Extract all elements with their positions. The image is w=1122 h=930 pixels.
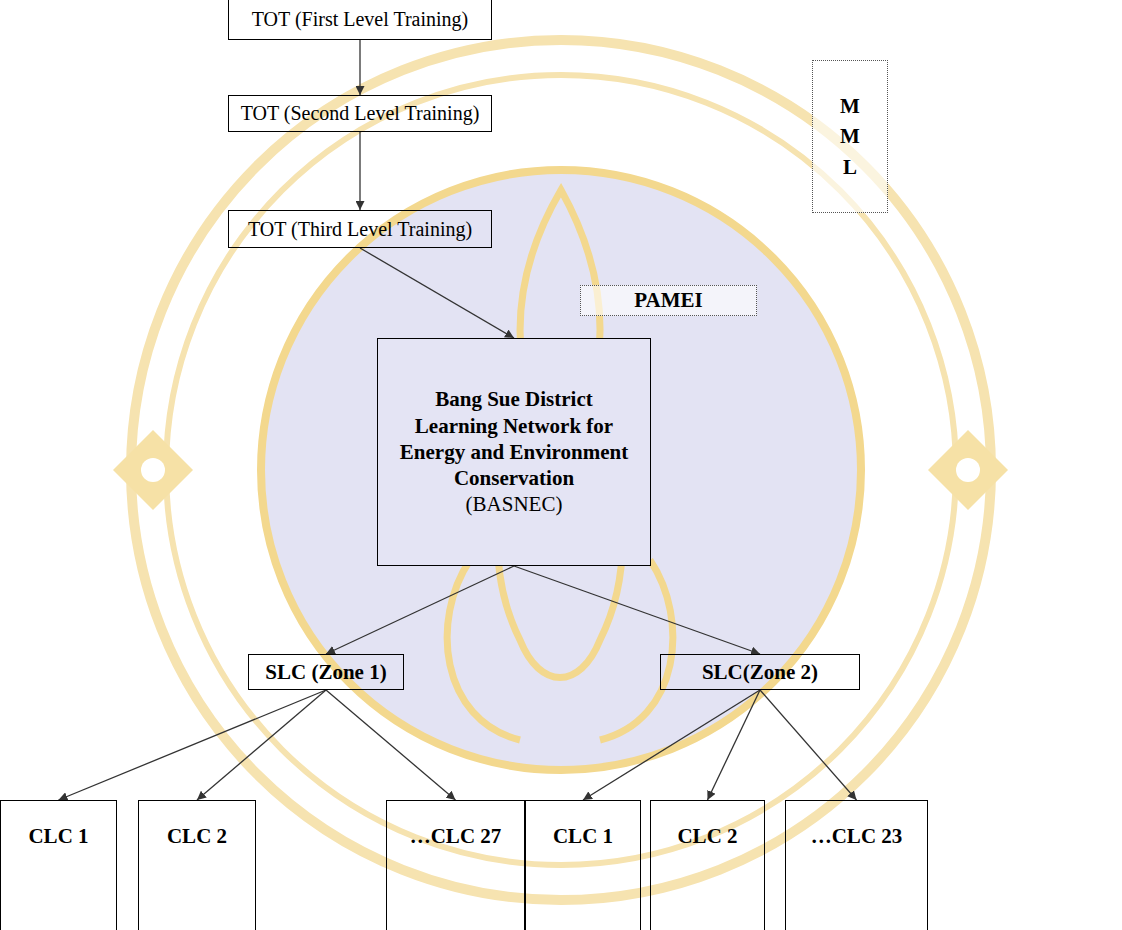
training-box: TOT (First Level Training) xyxy=(228,0,492,40)
arrow-connector xyxy=(359,132,360,210)
center-box: CLC 2 xyxy=(138,800,256,930)
node-title: CLC 2 xyxy=(677,823,737,849)
node-title: …CLC 23 xyxy=(811,823,903,849)
arrow-connector xyxy=(708,690,761,800)
side-label-box: MML xyxy=(812,60,888,213)
node-title: PAMEI xyxy=(634,287,702,313)
arrow-connector xyxy=(514,566,760,654)
node-title: CLC 1 xyxy=(28,823,88,849)
node-title: CLC 1 xyxy=(553,823,613,849)
node-subtitle: (BASNEC) xyxy=(466,491,563,517)
side-label-box: PAMEI xyxy=(580,285,757,316)
node-title: …CLC 27 xyxy=(410,823,502,849)
node-title: CLC 2 xyxy=(167,823,227,849)
center-box: CLC 1 xyxy=(0,800,117,930)
center-box: …CLC 27 xyxy=(386,800,525,930)
arrow-connector xyxy=(360,248,514,338)
arrow-connector xyxy=(197,690,326,800)
arrow-connector xyxy=(326,690,456,800)
arrow-connector xyxy=(760,690,857,800)
arrow-connector xyxy=(59,690,327,800)
node-title: TOT (First Level Training) xyxy=(252,7,468,32)
node-title: Bang Sue District Learning Network for E… xyxy=(392,386,636,491)
node-title: TOT (Second Level Training) xyxy=(241,101,480,126)
training-box: TOT (Third Level Training) xyxy=(228,210,492,248)
node-title: SLC(Zone 2) xyxy=(702,659,818,685)
node-title: SLC (Zone 1) xyxy=(265,659,386,685)
network-box: Bang Sue District Learning Network for E… xyxy=(377,338,651,566)
arrow-connector xyxy=(359,40,360,95)
center-box: CLC 1 xyxy=(525,800,641,930)
zone-box: SLC(Zone 2) xyxy=(660,654,860,690)
arrow-connector xyxy=(326,566,514,654)
center-box: CLC 2 xyxy=(650,800,765,930)
training-box: TOT (Second Level Training) xyxy=(228,95,492,132)
node-title: TOT (Third Level Training) xyxy=(248,217,472,242)
arrow-connector xyxy=(583,690,760,800)
zone-box: SLC (Zone 1) xyxy=(248,654,404,690)
node-title: MML xyxy=(840,91,861,182)
center-box: …CLC 23 xyxy=(785,800,928,930)
